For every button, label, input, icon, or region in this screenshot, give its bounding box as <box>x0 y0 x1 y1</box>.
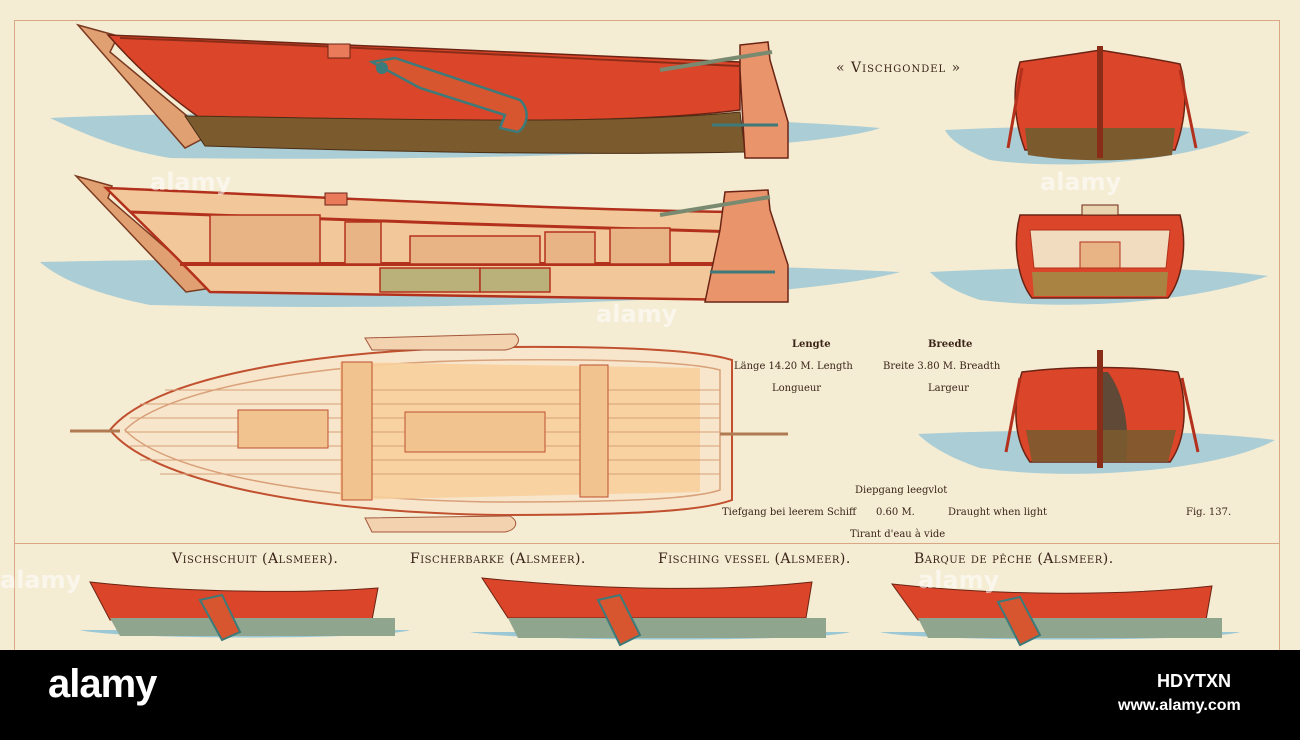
longitudinal-section <box>73 174 789 303</box>
plan-view <box>70 333 788 533</box>
caption-french: Barque de pêche (Alsmeer). <box>914 551 1114 567</box>
draught-line-2-de: Tiefgang bei leerem Schiff <box>722 507 857 518</box>
watermark: alamy <box>1040 168 1122 196</box>
draught-value: 0.60 M. <box>876 507 915 518</box>
dimension-largeur: Largeur <box>928 383 969 394</box>
bow-view <box>1006 46 1198 161</box>
midship-section <box>1015 204 1185 299</box>
dimension-lengte: Lengte <box>792 339 831 350</box>
dimension-breedte: Breedte <box>928 339 973 350</box>
watermark: alamy <box>150 168 232 196</box>
plate-frame <box>14 20 1280 650</box>
footer-bar <box>0 650 1300 740</box>
draught-line-3: Tirant d'eau à vide <box>850 529 946 540</box>
boat-thumbnail-2 <box>470 577 850 647</box>
site-url: www.alamy.com <box>1118 697 1241 714</box>
draught-line-2-en: Draught when light <box>948 507 1048 518</box>
watermark: alamy <box>596 300 678 328</box>
watermark: alamy <box>0 566 82 594</box>
caption-english: Fisching vessel (Alsmeer). <box>658 551 851 567</box>
dimension-length-line: Länge 14.20 M. Length <box>734 361 853 372</box>
draught-line-1: Diepgang leegvlot <box>855 485 948 496</box>
illustration-plate: « Vischgondel » Lengte Länge 14.20 M. Le… <box>0 0 1300 650</box>
stern-view <box>1004 350 1200 468</box>
boat-thumbnail-1 <box>80 581 410 642</box>
alamy-logo: alamy <box>48 662 157 706</box>
plate-title: « Vischgondel » <box>836 60 962 76</box>
boat-drawings <box>40 23 1275 647</box>
caption-dutch: Vischschuit (Alsmeer). <box>172 551 339 567</box>
dimension-longueur: Longueur <box>772 383 822 394</box>
watermark: alamy <box>918 566 1000 594</box>
image-id: HDYTXN <box>1157 671 1232 691</box>
dimension-breadth-line: Breite 3.80 M. Breadth <box>883 361 1001 372</box>
boat-thumbnail-3 <box>880 583 1240 647</box>
caption-german: Fischerbarke (Alsmeer). <box>410 551 586 567</box>
plate-divider <box>14 543 1280 544</box>
figure-label: Fig. 137. <box>1186 507 1232 518</box>
side-elevation <box>75 23 789 159</box>
